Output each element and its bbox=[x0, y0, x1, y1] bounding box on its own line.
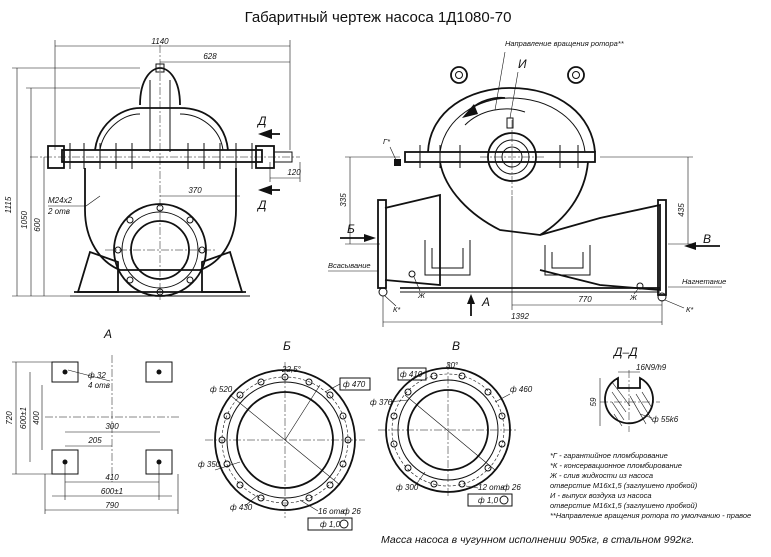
section-mark-bottom: Д bbox=[256, 198, 267, 212]
view-v-tolerance: ф 1,0 bbox=[478, 496, 499, 505]
mass-note: Масса насоса в чугунном исполнении 905кг… bbox=[381, 534, 694, 546]
dim-720: 720 bbox=[5, 411, 14, 425]
view-v-holes: 12 отв bbox=[478, 483, 504, 492]
flange-bolts-front bbox=[69, 143, 253, 169]
drawing-title: Габаритный чертеж насоса 1Д1080-70 bbox=[245, 9, 512, 26]
arrow-a-label: А bbox=[481, 295, 490, 309]
mark-zh-right: Ж bbox=[629, 293, 638, 302]
view-b-d520: ф 520 bbox=[210, 385, 233, 394]
dim-600: 600 bbox=[33, 218, 42, 232]
view-a-hole-count: 4 отв bbox=[88, 381, 110, 390]
foot-pad-top-right bbox=[145, 361, 173, 383]
dim-770: 770 bbox=[578, 295, 592, 304]
note-line: отверстие М16х1,5 (заглушено пробкой) bbox=[550, 501, 698, 510]
view-b: Б 22,5° ф 520 ф 470 bbox=[198, 339, 371, 531]
view-b-tolerance: ф 1,0 bbox=[320, 520, 341, 529]
view-b-d430: ф 430 bbox=[230, 503, 253, 512]
view-v-d370: ф 370 bbox=[370, 398, 393, 407]
section-key: 16N9/h9 bbox=[636, 363, 667, 372]
view-b-bolt-holes bbox=[218, 373, 352, 507]
view-v-d460: ф 460 bbox=[510, 385, 533, 394]
view-b-d350: ф 350 bbox=[198, 460, 221, 469]
section-shaft: ф 55k6 bbox=[652, 415, 679, 424]
arrow-b-label: Б bbox=[347, 222, 355, 236]
dim-335: 335 bbox=[339, 193, 348, 207]
dim-628: 628 bbox=[203, 52, 217, 61]
dim-bolt: M24x2 bbox=[48, 196, 73, 205]
section-mark-top: Д bbox=[256, 114, 267, 128]
suction-label: Всасывание bbox=[328, 261, 371, 270]
dim-bolt-count: 2 отв bbox=[47, 207, 70, 216]
view-b-angle: 22,5° bbox=[281, 365, 302, 374]
view-v-angle: 30° bbox=[446, 361, 459, 370]
dim-790: 790 bbox=[105, 501, 119, 510]
view-a-label: А bbox=[103, 327, 112, 341]
dim-370: 370 bbox=[188, 186, 202, 195]
section-dd-label: Д–Д bbox=[612, 345, 638, 359]
dim-1050: 1050 bbox=[20, 211, 29, 229]
mark-zh-left: Ж bbox=[417, 291, 426, 300]
mark-k-left: К* bbox=[393, 305, 401, 314]
dim-205: 205 bbox=[87, 436, 102, 445]
note-line: *Г - гарантийное пломбирование bbox=[550, 451, 668, 460]
discharge-label: Нагнетание bbox=[682, 277, 726, 286]
note-line: **Направление вращения ротора по умолчан… bbox=[550, 511, 751, 520]
notes: *Г - гарантийное пломбирование *К - конс… bbox=[549, 451, 751, 520]
view-v-hole-d: ф 26 bbox=[503, 483, 521, 492]
rotation-direction-label: Направление вращения ротора** bbox=[505, 39, 625, 48]
section-depth: 59 bbox=[589, 397, 598, 406]
dim-120: 120 bbox=[287, 168, 301, 177]
dim-600-v: 600±1 bbox=[19, 407, 28, 429]
view-v-label: В bbox=[452, 339, 460, 353]
view-b-d470: ф 470 bbox=[343, 380, 366, 389]
dim-1140: 1140 bbox=[151, 37, 169, 46]
view-b-label: Б bbox=[283, 339, 291, 353]
dim-600-h: 600±1 bbox=[101, 487, 123, 496]
view-b-hole-d: ф 26 bbox=[343, 507, 361, 516]
note-line: *К - консервационное пломбирование bbox=[550, 461, 682, 470]
view-a: А ф 32 4 отв 720 600±1 400 300 205 410 6… bbox=[5, 327, 180, 514]
note-line: И - выпуск воздуха из насоса bbox=[550, 491, 652, 500]
view-v-d300: ф 300 bbox=[396, 483, 419, 492]
view-v-bolt-holes bbox=[390, 372, 506, 488]
section-dd: Д–Д 16N9/h9 59 ф 55k6 bbox=[589, 345, 679, 432]
dim-400: 400 bbox=[32, 411, 41, 425]
view-a-hole: ф 32 bbox=[88, 371, 106, 380]
dim-435: 435 bbox=[677, 203, 686, 217]
view-v: В 30° ф 410 ф 370 ф 460 ф 300 bbox=[370, 339, 533, 507]
dim-300: 300 bbox=[105, 422, 119, 431]
dim-1115: 1115 bbox=[4, 196, 13, 213]
arrow-v-label: В bbox=[703, 232, 711, 246]
front-view: 1140 628 1115 1050 600 M24x2 2 отв 370 1… bbox=[4, 37, 301, 300]
mark-i: И bbox=[518, 57, 527, 71]
mark-k-right: К* bbox=[686, 305, 694, 314]
view-b-holes: 16 отв bbox=[318, 507, 344, 516]
foot-pad-top-left bbox=[51, 361, 79, 383]
dim-1392: 1392 bbox=[511, 312, 529, 321]
side-view: Направление вращения ротора** И Г* Всасы… bbox=[328, 39, 726, 327]
note-line: Ж - слив жидкости из насоса bbox=[549, 471, 653, 480]
note-line: отверстие М16х1,5 (заглушено пробкой) bbox=[550, 481, 698, 490]
mark-g: Г* bbox=[383, 137, 391, 146]
view-v-d410: ф 410 bbox=[400, 370, 423, 379]
dim-410: 410 bbox=[105, 473, 119, 482]
